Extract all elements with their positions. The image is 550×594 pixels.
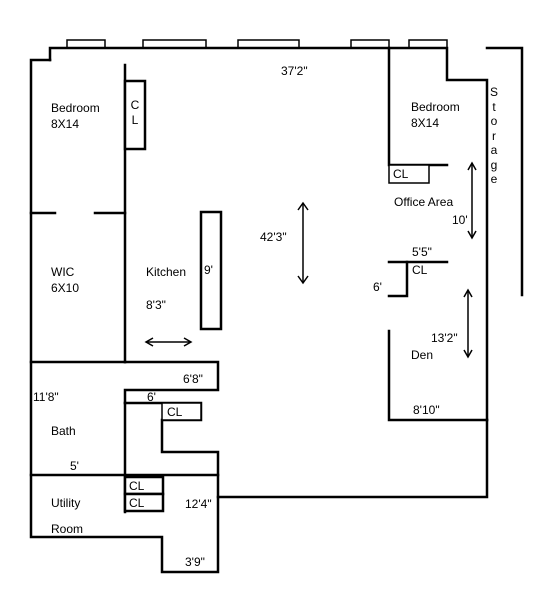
dim-den-6: 6'	[373, 280, 382, 294]
closet-bath-label: CL	[167, 405, 183, 419]
dim-utility-12-4: 12'4"	[185, 497, 212, 511]
wall-den-closet	[387, 260, 409, 298]
arrow-8-3	[144, 337, 193, 347]
dim-height-main: 42'3"	[260, 230, 287, 244]
storage-label: S t o r a g e	[488, 85, 500, 187]
closet-letter: C	[130, 98, 140, 112]
storage-letter: o	[490, 114, 498, 128]
dim-office-5-5: 5'5"	[412, 245, 432, 259]
wall-hall	[123, 360, 220, 405]
office-area-name: Office Area	[394, 195, 454, 209]
dim-den-8-10: 8'10"	[413, 403, 440, 417]
closet-den-label: CL	[412, 263, 428, 277]
bedroom-left-size: 8X14	[51, 117, 80, 131]
den-name: Den	[411, 348, 434, 362]
dim-utility-3-9: 3'9"	[185, 555, 205, 569]
storage-letter: r	[492, 128, 496, 143]
dim-bath-5: 5'	[70, 459, 79, 473]
arrow-13-2	[463, 288, 473, 359]
storage-letter: g	[490, 157, 498, 172]
closet-right-bedroom-label: CL	[393, 167, 409, 181]
dim-hall-6-8: 6'8"	[183, 372, 203, 386]
dim-kitchen-counter: 9'	[204, 263, 213, 277]
bedroom-left-name: Bedroom	[51, 101, 100, 115]
storage-letter: t	[492, 99, 496, 114]
storage-letter: e	[490, 172, 498, 186]
closet-bath	[161, 402, 202, 421]
arrow-10	[467, 161, 477, 240]
closet-right-bedroom	[388, 164, 430, 184]
storage-letter: a	[490, 143, 498, 157]
bath-name: Bath	[51, 424, 76, 438]
closet-left-bedroom	[123, 79, 147, 151]
wall-den-lower	[387, 329, 489, 422]
kitchen-counter	[199, 210, 223, 331]
dim-hall-6: 6'	[147, 390, 156, 404]
dim-office-10: 10'	[452, 213, 468, 227]
outer-wall-top	[48, 46, 489, 422]
closet-utility-2	[123, 492, 165, 513]
outer-wall-left	[29, 58, 489, 574]
closet-utility-1-label: CL	[129, 479, 145, 493]
dim-bath-width: 11'8"	[33, 390, 59, 404]
dim-kitchen-width: 8'3"	[146, 298, 166, 312]
arrow-42-3	[297, 201, 309, 285]
storage-letter: S	[489, 85, 498, 99]
closet-left-bedroom-label: C L	[129, 98, 141, 127]
dim-width-top: 37'2"	[281, 64, 308, 78]
kitchen-name: Kitchen	[146, 265, 187, 279]
bedroom-right-size: 8X14	[411, 116, 440, 130]
wic-size: 6X10	[51, 281, 80, 295]
storage-wall	[485, 46, 524, 297]
closet-letter: L	[131, 112, 139, 127]
utility-room-line1: Utility	[51, 496, 81, 510]
utility-room-line2: Room	[51, 522, 84, 536]
closet-utility-2-label: CL	[129, 496, 145, 510]
bedroom-right-name: Bedroom	[411, 100, 460, 114]
wic-name: WIC	[51, 265, 75, 279]
dim-den-13-2: 13'2"	[431, 331, 458, 345]
